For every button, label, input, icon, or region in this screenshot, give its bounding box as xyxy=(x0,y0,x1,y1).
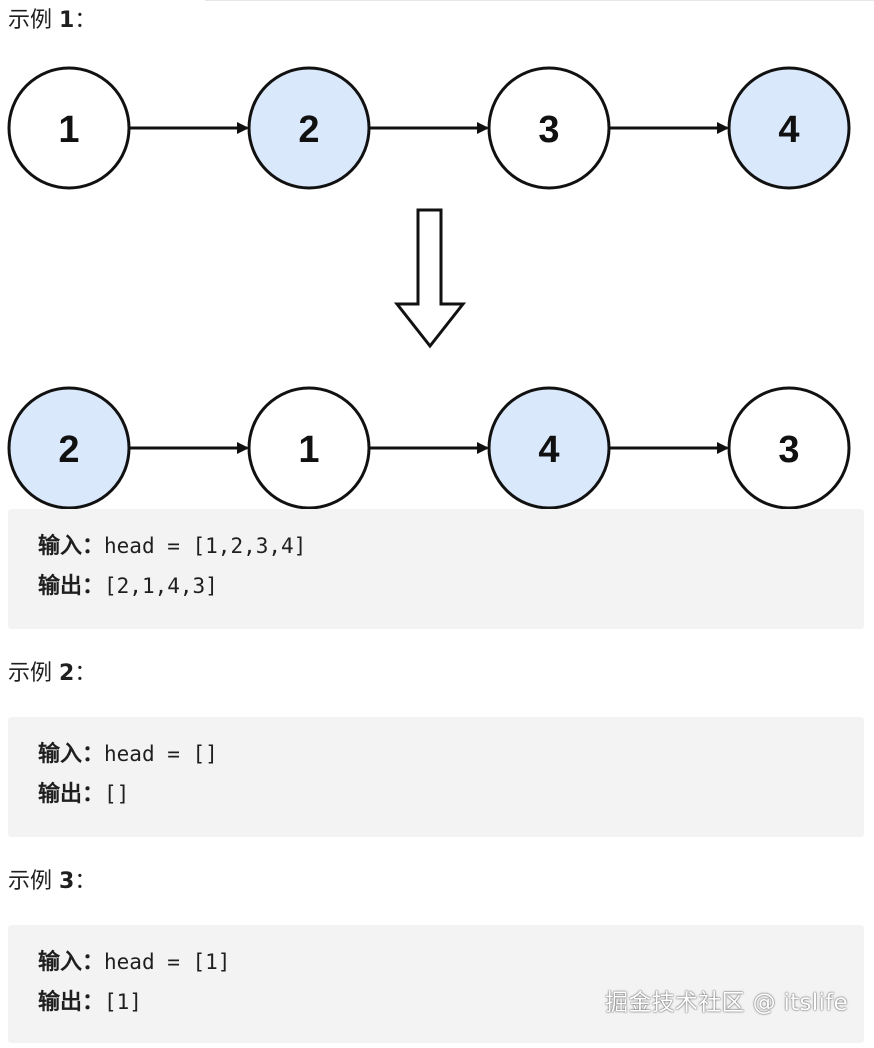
after-list: 2 1 4 3 xyxy=(7,386,851,510)
example-2-prefix: 示例 xyxy=(8,661,59,686)
after-node-4: 3 xyxy=(727,386,851,510)
example-3-number: 3 xyxy=(59,869,75,894)
example-3-prefix: 示例 xyxy=(8,869,59,894)
before-list: 1 2 3 4 xyxy=(7,66,851,190)
after-node-label: 2 xyxy=(58,429,79,471)
example-1-input-line: 输入：head = [1,2,3,4] xyxy=(38,531,306,562)
before-node-3: 3 xyxy=(487,66,611,190)
top-divider xyxy=(205,0,874,1)
after-node-1: 2 xyxy=(7,386,131,510)
example-1-input-label: 输入： xyxy=(38,534,105,559)
before-node-label: 2 xyxy=(298,109,319,151)
example-1-prefix: 示例 xyxy=(8,8,59,33)
example-2-output-label: 输出： xyxy=(38,782,105,807)
example-1-number: 1 xyxy=(59,8,75,33)
before-node-circle xyxy=(727,66,851,190)
after-node-2: 1 xyxy=(247,386,371,510)
example-2-input-line: 输入：head = [] xyxy=(38,739,218,770)
example-3-code-block: 输入：head = [1] 输出：[1] xyxy=(8,925,864,1043)
example-3-input-value: head = [1] xyxy=(104,950,231,974)
example-3-output-value: [1] xyxy=(104,990,142,1014)
after-node-3: 4 xyxy=(487,386,611,510)
after-node-label: 1 xyxy=(298,429,319,471)
linked-list-swap-diagram: 1 2 3 4 2 1 4 3 xyxy=(7,66,851,510)
before-node-1: 1 xyxy=(7,66,131,190)
example-3-input-line: 输入：head = [1] xyxy=(38,947,230,978)
example-1-output-value: [2,1,4,3] xyxy=(104,574,218,598)
example-3-input-label: 输入： xyxy=(38,950,105,975)
example-3-output-line: 输出：[1] xyxy=(38,987,142,1018)
before-node-label: 1 xyxy=(58,109,79,151)
after-node-circle xyxy=(7,386,131,510)
example-2-output-line: 输出：[] xyxy=(38,779,129,810)
example-3-suffix: ： xyxy=(74,869,97,894)
example-3-output-label: 输出： xyxy=(38,990,105,1015)
after-node-label: 3 xyxy=(778,429,799,471)
example-2-suffix: ： xyxy=(74,661,97,686)
after-node-circle xyxy=(247,386,371,510)
example-2-code-block: 输入：head = [] 输出：[] xyxy=(8,717,864,837)
after-node-circle xyxy=(487,386,611,510)
after-node-label: 4 xyxy=(538,429,559,471)
before-node-circle xyxy=(487,66,611,190)
before-node-circle xyxy=(247,66,371,190)
example-2-heading: 示例 2： xyxy=(8,659,96,689)
watermark: 掘金技术社区 @ itslife xyxy=(605,990,848,1016)
before-node-circle xyxy=(7,66,131,190)
before-node-2: 2 xyxy=(247,66,371,190)
example-1-input-value: head = [1,2,3,4] xyxy=(104,534,307,558)
example-1-output-label: 输出： xyxy=(38,574,105,599)
after-node-circle xyxy=(727,386,851,510)
before-node-label: 3 xyxy=(538,109,559,151)
before-node-4: 4 xyxy=(727,66,851,190)
down-arrow-icon xyxy=(393,208,467,349)
example-1-heading: 示例 1： xyxy=(8,6,96,36)
example-2-input-value: head = [] xyxy=(104,742,218,766)
example-3-heading: 示例 3： xyxy=(8,867,96,897)
example-2-number: 2 xyxy=(59,661,75,686)
example-2-output-value: [] xyxy=(104,782,130,806)
example-1-output-line: 输出：[2,1,4,3] xyxy=(38,571,218,602)
example-1-suffix: ： xyxy=(74,8,97,33)
example-1-code-block: 输入：head = [1,2,3,4] 输出：[2,1,4,3] xyxy=(8,509,864,629)
before-node-label: 4 xyxy=(778,109,799,151)
example-2-input-label: 输入： xyxy=(38,742,105,767)
